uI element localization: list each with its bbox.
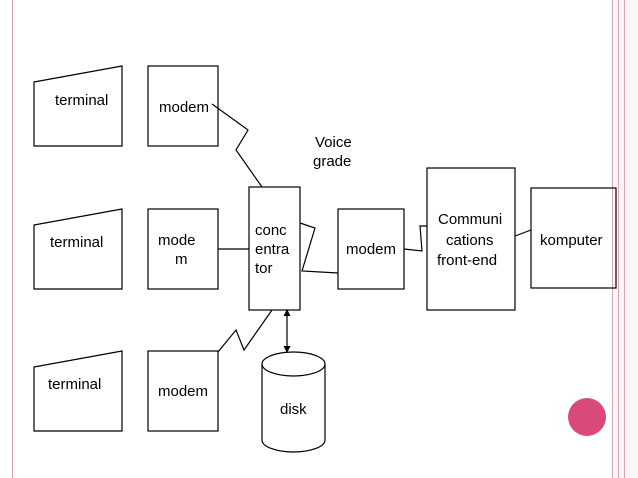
link-modem3-concentrator [217, 309, 273, 353]
line-modem-label: modem [346, 241, 396, 258]
frame-line-right [624, 0, 625, 478]
concentrator-label: conc [255, 222, 287, 239]
terminal-shape [33, 350, 123, 432]
voice-grade-label: grade [313, 153, 351, 170]
link-modem1-concentrator [211, 103, 263, 188]
disk-label: disk [280, 401, 307, 418]
frame-line-left [12, 0, 13, 478]
terminal-label: terminal [50, 234, 103, 251]
modem-box [147, 65, 219, 147]
modem-label: mode [158, 232, 196, 249]
front-end-label: cations [446, 232, 494, 249]
concentrator-label: tor [255, 260, 273, 277]
modem-label: modem [159, 99, 209, 116]
terminal-label: terminal [48, 376, 101, 393]
frame-line-right [612, 0, 613, 478]
disk-body [261, 364, 326, 453]
front-end-label: Communi [438, 211, 502, 228]
terminal-label: terminal [55, 92, 108, 109]
arrowhead-up [283, 309, 291, 316]
front-end-label: front-end [437, 252, 497, 269]
modem-box [147, 350, 219, 432]
frame-line-right [618, 0, 619, 478]
arrowhead-down [283, 346, 291, 353]
terminal-shape [33, 208, 123, 290]
computer-label: komputer [540, 232, 603, 249]
modem-label: modem [158, 383, 208, 400]
front-end-box [426, 167, 516, 311]
voice-grade-label: Voice [315, 134, 352, 151]
computer-box [530, 187, 617, 289]
link-frontend-computer [514, 229, 532, 237]
frame-strip [613, 0, 638, 478]
link-modem-frontend [403, 225, 427, 252]
disk-top [261, 351, 326, 377]
terminal-shape [33, 65, 123, 147]
modem-label: m [175, 251, 188, 268]
link-concentrator-modem [299, 222, 339, 274]
modem-box [147, 208, 219, 290]
accent-dot [568, 398, 606, 436]
concentrator-label: entra [255, 241, 290, 258]
